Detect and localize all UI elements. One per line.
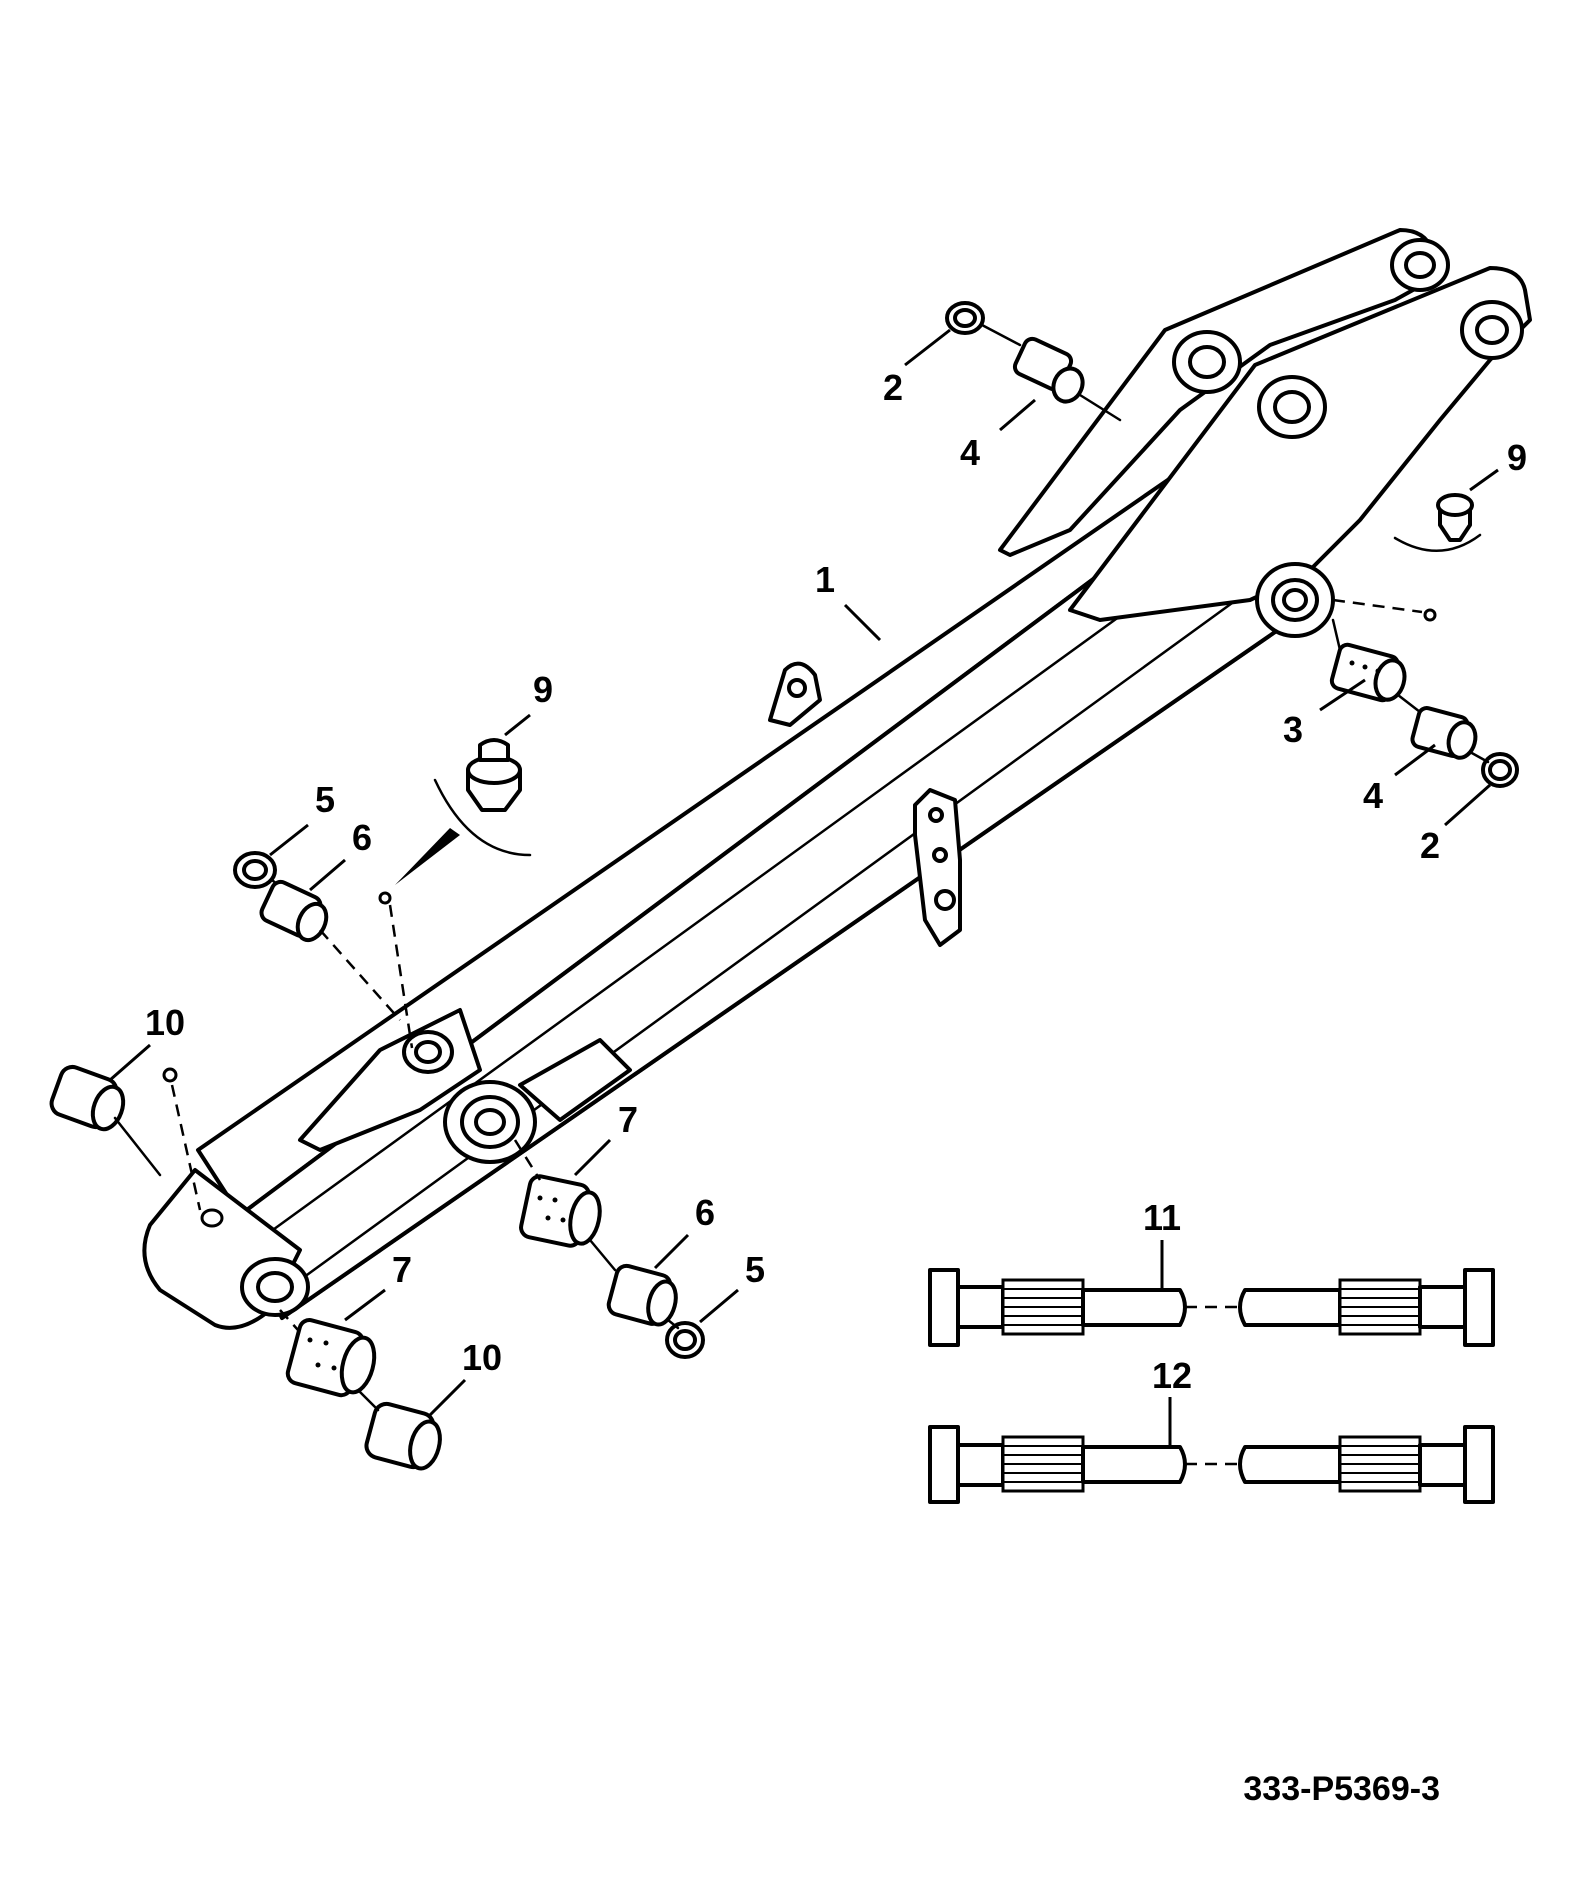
leader-9-right xyxy=(1469,468,1499,492)
spacer-lower-axis xyxy=(358,1390,380,1412)
washer-center-axis xyxy=(666,1318,680,1330)
leader-9-left xyxy=(504,713,531,737)
leader-10-lower xyxy=(428,1378,467,1417)
washer-right-axis xyxy=(1468,750,1490,764)
perforated-bush-upper xyxy=(1329,642,1407,703)
callout-sleeve-left: 6 xyxy=(352,817,372,858)
callout-arm: 1 xyxy=(815,559,835,600)
grease-nipple-small xyxy=(162,1067,178,1083)
arm-fork-front-bore-2 xyxy=(1475,315,1509,345)
leader-5-center xyxy=(699,1288,739,1324)
leader-7-lower xyxy=(344,1288,386,1322)
leader-5-left xyxy=(269,823,309,857)
bush-right-axis xyxy=(1396,693,1422,714)
spacer-lower xyxy=(364,1401,442,1471)
arm-web-line xyxy=(268,538,1227,1234)
callout-pin-lower: 12 xyxy=(1152,1355,1192,1396)
callout-pin-upper: 11 xyxy=(1143,1197,1181,1238)
arm-fork-rear-bore-2 xyxy=(1404,251,1436,279)
washer-top-inner xyxy=(953,308,977,328)
washer-center-inner xyxy=(673,1329,697,1351)
callout-spacer-lower: 10 xyxy=(462,1337,502,1378)
leader-4-top xyxy=(999,398,1036,432)
arm-web-line-2 xyxy=(298,588,1252,1282)
pin-12 xyxy=(928,1425,1495,1504)
arm-grease-boss-hole xyxy=(414,1040,442,1064)
grease-nipple-right xyxy=(1393,493,1482,622)
washer-top-axis xyxy=(980,323,1022,347)
sleeve-left-dash xyxy=(319,929,401,1021)
callout-washer-left: 5 xyxy=(315,779,335,820)
arm-lug-lower-hole-2 xyxy=(932,847,948,863)
leader-6-center xyxy=(653,1233,690,1270)
grease-right-dash xyxy=(1332,598,1423,614)
leader-1 xyxy=(843,603,882,642)
callout-sleeve-center: 6 xyxy=(695,1192,715,1233)
callout-perforated-bush-center: 7 xyxy=(618,1099,638,1140)
perforated-bush-upper-axis xyxy=(1331,618,1342,652)
callout-washer-right: 2 xyxy=(1420,825,1440,866)
dipper-arm xyxy=(142,228,1532,1330)
leader-2-right xyxy=(1444,783,1491,827)
arm-lug-lower-hole-1 xyxy=(928,807,944,823)
bush-top-axis xyxy=(1078,393,1122,422)
perforated-bush-center xyxy=(519,1174,602,1248)
perforated-bush-lower xyxy=(285,1318,377,1398)
callout-perforated-bush-upper: 3 xyxy=(1283,709,1303,750)
arm-fork-plate-front xyxy=(1068,266,1532,622)
perforated-bush-center-dash xyxy=(513,1139,542,1181)
leader-7-center xyxy=(573,1138,612,1177)
leader-10-left xyxy=(109,1043,151,1082)
spacer-left-dash xyxy=(170,1084,202,1211)
callout-grease-nipple-left: 9 xyxy=(533,669,553,710)
grease-left-dash xyxy=(388,904,414,1049)
leader-3 xyxy=(1319,678,1366,712)
washer-left-inner xyxy=(242,859,268,881)
grease-nipple-left xyxy=(378,738,532,905)
leader-6-left xyxy=(309,858,346,892)
callout-perforated-bush-lower: 7 xyxy=(392,1249,412,1290)
callout-spacer-left: 10 xyxy=(145,1002,185,1043)
perforated-bush-lower-dash xyxy=(279,1309,299,1331)
bush-top xyxy=(1012,336,1085,404)
arm-gusset-center xyxy=(518,1038,632,1122)
spacer-left xyxy=(49,1064,126,1132)
sleeve-center-axis xyxy=(588,1238,617,1272)
arm-fork-rear-bore-1 xyxy=(1188,345,1226,379)
leader-4-right xyxy=(1394,743,1436,777)
bush-right xyxy=(1410,706,1478,760)
callout-bush-right: 4 xyxy=(1363,775,1383,816)
callout-washer-center: 5 xyxy=(745,1249,765,1290)
washer-right-inner xyxy=(1488,759,1512,781)
arm-left-bore-inner xyxy=(256,1271,294,1303)
sleeve-center xyxy=(606,1263,678,1327)
arm-left-grease-hole xyxy=(200,1208,224,1228)
sleeve-left xyxy=(259,879,329,943)
arm-middle-bore-inner xyxy=(474,1108,506,1136)
arm-lug-upper-hole xyxy=(787,678,807,698)
callout-grease-nipple-right: 9 xyxy=(1507,437,1527,478)
arm-lug-lower-hole-3 xyxy=(934,889,956,911)
callout-washer-top: 2 xyxy=(883,367,903,408)
arm-right-bore-inner xyxy=(1282,588,1308,612)
arm-fork-front-bore-1 xyxy=(1273,390,1311,424)
spacer-left-axis xyxy=(113,1116,162,1177)
leader-2-top xyxy=(904,328,951,367)
callout-bush-top: 4 xyxy=(960,432,980,473)
pin-11 xyxy=(928,1268,1495,1347)
drawing-number: 333-P5369-3 xyxy=(1243,1770,1440,1808)
